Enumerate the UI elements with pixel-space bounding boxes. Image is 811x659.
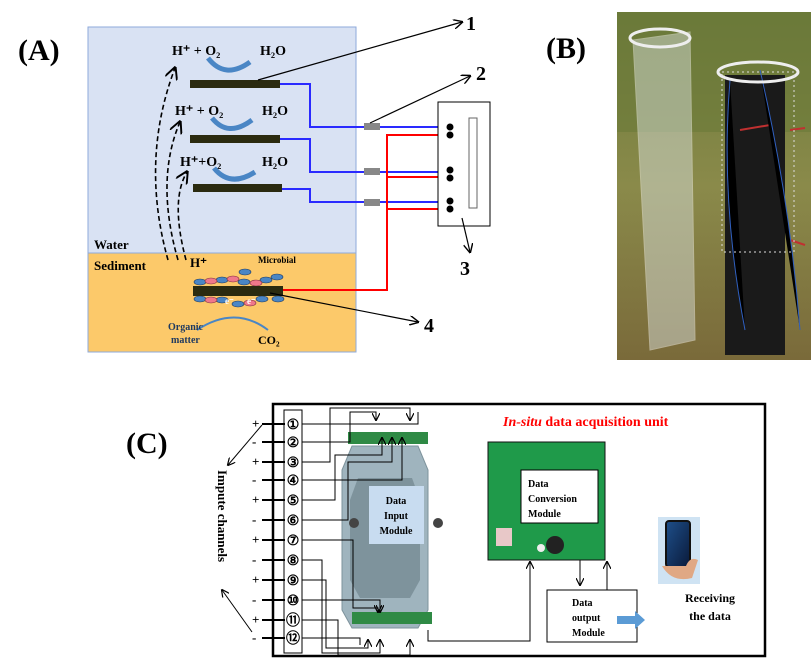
panel-c-label: (C) bbox=[126, 427, 168, 460]
channel-polarity: + bbox=[252, 532, 259, 547]
channel-wiring bbox=[302, 407, 607, 656]
organic-label: Organic bbox=[168, 322, 204, 333]
input-module-label: Data bbox=[386, 496, 407, 507]
channel-number: ① bbox=[287, 418, 300, 433]
field-photo bbox=[617, 12, 811, 360]
input-module-device bbox=[341, 432, 443, 629]
channel-polarity: - bbox=[252, 434, 256, 449]
channel-polarity: - bbox=[252, 472, 256, 487]
resistor-box bbox=[437, 101, 491, 227]
channels-label: Impute channels bbox=[215, 470, 230, 562]
output-module-label: output bbox=[572, 613, 601, 624]
reaction-product: H₂O bbox=[262, 155, 288, 170]
water-label: Water bbox=[94, 237, 129, 252]
channel-number: ⑩ bbox=[287, 594, 300, 609]
channel-polarity: + bbox=[252, 612, 259, 627]
panel-a-label: (A) bbox=[18, 34, 60, 67]
reaction-product: H₂O bbox=[262, 104, 288, 119]
channel-number: ⑥ bbox=[287, 514, 300, 529]
channel-polarity: - bbox=[252, 512, 256, 527]
channel-number: ③ bbox=[287, 456, 300, 471]
cathode-3: H⁺+O₂ H₂O bbox=[180, 155, 288, 192]
panel-b-label: (B) bbox=[546, 32, 586, 65]
reaction-reactants: H⁺+O₂ bbox=[180, 155, 221, 170]
cathode-electrode bbox=[193, 184, 282, 192]
reaction-product: H₂O bbox=[260, 44, 286, 59]
callout-4: 4 bbox=[424, 315, 434, 337]
output-module-label: Data bbox=[572, 598, 593, 609]
reaction-arrow-icon bbox=[212, 166, 257, 182]
channel-polarity: + bbox=[252, 492, 259, 507]
anode-electrode bbox=[193, 286, 283, 296]
channel-list: + ① - ② + ③ - ④ + ⑤ - ⑥ + ⑦ - ⑧ + ⑨ - ⑩ + ⑪ - ⑫ bbox=[252, 416, 300, 647]
panel-a: (A) Water Sediment H⁺ + O₂ H₂O H⁺ + O₂ H… bbox=[18, 13, 491, 353]
callout-2: 2 bbox=[476, 63, 486, 85]
sediment-label: Sediment bbox=[94, 258, 147, 273]
microbial-label: Microbial bbox=[258, 255, 296, 265]
channel-number: ⑫ bbox=[286, 630, 300, 647]
callout-1: 1 bbox=[466, 13, 476, 35]
conversion-module-board bbox=[487, 441, 606, 561]
channel-polarity: - bbox=[252, 630, 256, 645]
smartphone-icon bbox=[658, 517, 700, 584]
receiving-label: the data bbox=[689, 609, 731, 623]
channels-arrow bbox=[222, 590, 253, 633]
input-module-label: Input bbox=[384, 511, 409, 522]
unit-title: In-situ data acquisition unit bbox=[502, 415, 669, 430]
channel-polarity: + bbox=[252, 416, 259, 431]
cathode-electrode bbox=[190, 80, 280, 88]
reaction-reactants: H⁺ + O₂ bbox=[172, 44, 220, 59]
channel-polarity: + bbox=[252, 572, 259, 587]
proton-label: H⁺ bbox=[190, 255, 207, 270]
panel-b: (B) bbox=[546, 12, 811, 360]
cathode-electrode bbox=[190, 135, 280, 143]
channels-arrow bbox=[228, 424, 263, 465]
channel-number: ⑨ bbox=[287, 574, 300, 589]
input-module-label: Module bbox=[380, 526, 413, 537]
reaction-arrow-icon bbox=[206, 56, 252, 73]
co2-label: CO₂ bbox=[258, 333, 280, 347]
cathode-2: H⁺ + O₂ H₂O bbox=[175, 104, 288, 143]
display-slot bbox=[468, 117, 478, 209]
output-module-label: Module bbox=[572, 628, 605, 639]
channel-number: ⑧ bbox=[287, 554, 300, 569]
conversion-module-label: Module bbox=[528, 509, 561, 520]
reaction-arrow-icon bbox=[210, 116, 254, 131]
conversion-module-label: Conversion bbox=[528, 494, 577, 505]
reaction-reactants: H⁺ + O₂ bbox=[175, 104, 223, 119]
electron-label: e⁻ bbox=[225, 296, 234, 306]
conversion-module-label: Data bbox=[528, 479, 549, 490]
unit-title-italic: In-situ bbox=[502, 415, 542, 430]
organic-label: matter bbox=[171, 335, 200, 346]
channel-polarity: + bbox=[252, 454, 259, 469]
channel-number: ② bbox=[287, 436, 300, 451]
channel-number: ⑦ bbox=[287, 534, 300, 549]
channel-number: ⑤ bbox=[287, 494, 300, 509]
cathode-1: H⁺ + O₂ H₂O bbox=[172, 44, 286, 88]
terminals bbox=[446, 123, 454, 213]
electron-label: e⁻ bbox=[247, 296, 256, 306]
channel-polarity: - bbox=[252, 592, 256, 607]
channel-number: ⑪ bbox=[286, 612, 300, 629]
channel-polarity: - bbox=[252, 552, 256, 567]
transmit-arrow-icon bbox=[617, 611, 645, 629]
callout-3: 3 bbox=[460, 258, 470, 280]
terminal-strip bbox=[283, 409, 303, 654]
anode-biofilm: e⁻ e⁻ bbox=[193, 268, 285, 308]
unit-title-rest: data acquisition unit bbox=[542, 415, 669, 430]
connectors bbox=[364, 123, 380, 206]
channel-number: ④ bbox=[287, 474, 300, 489]
receiving-label: Receiving bbox=[685, 591, 735, 605]
panel-c: (C) In-situ data acquisition unit + ① - ② + ③… bbox=[126, 402, 767, 658]
proton-migration-arrows bbox=[154, 68, 187, 261]
organic-oxidation-arrow-icon bbox=[196, 316, 269, 331]
callout-arrows bbox=[257, 22, 470, 322]
